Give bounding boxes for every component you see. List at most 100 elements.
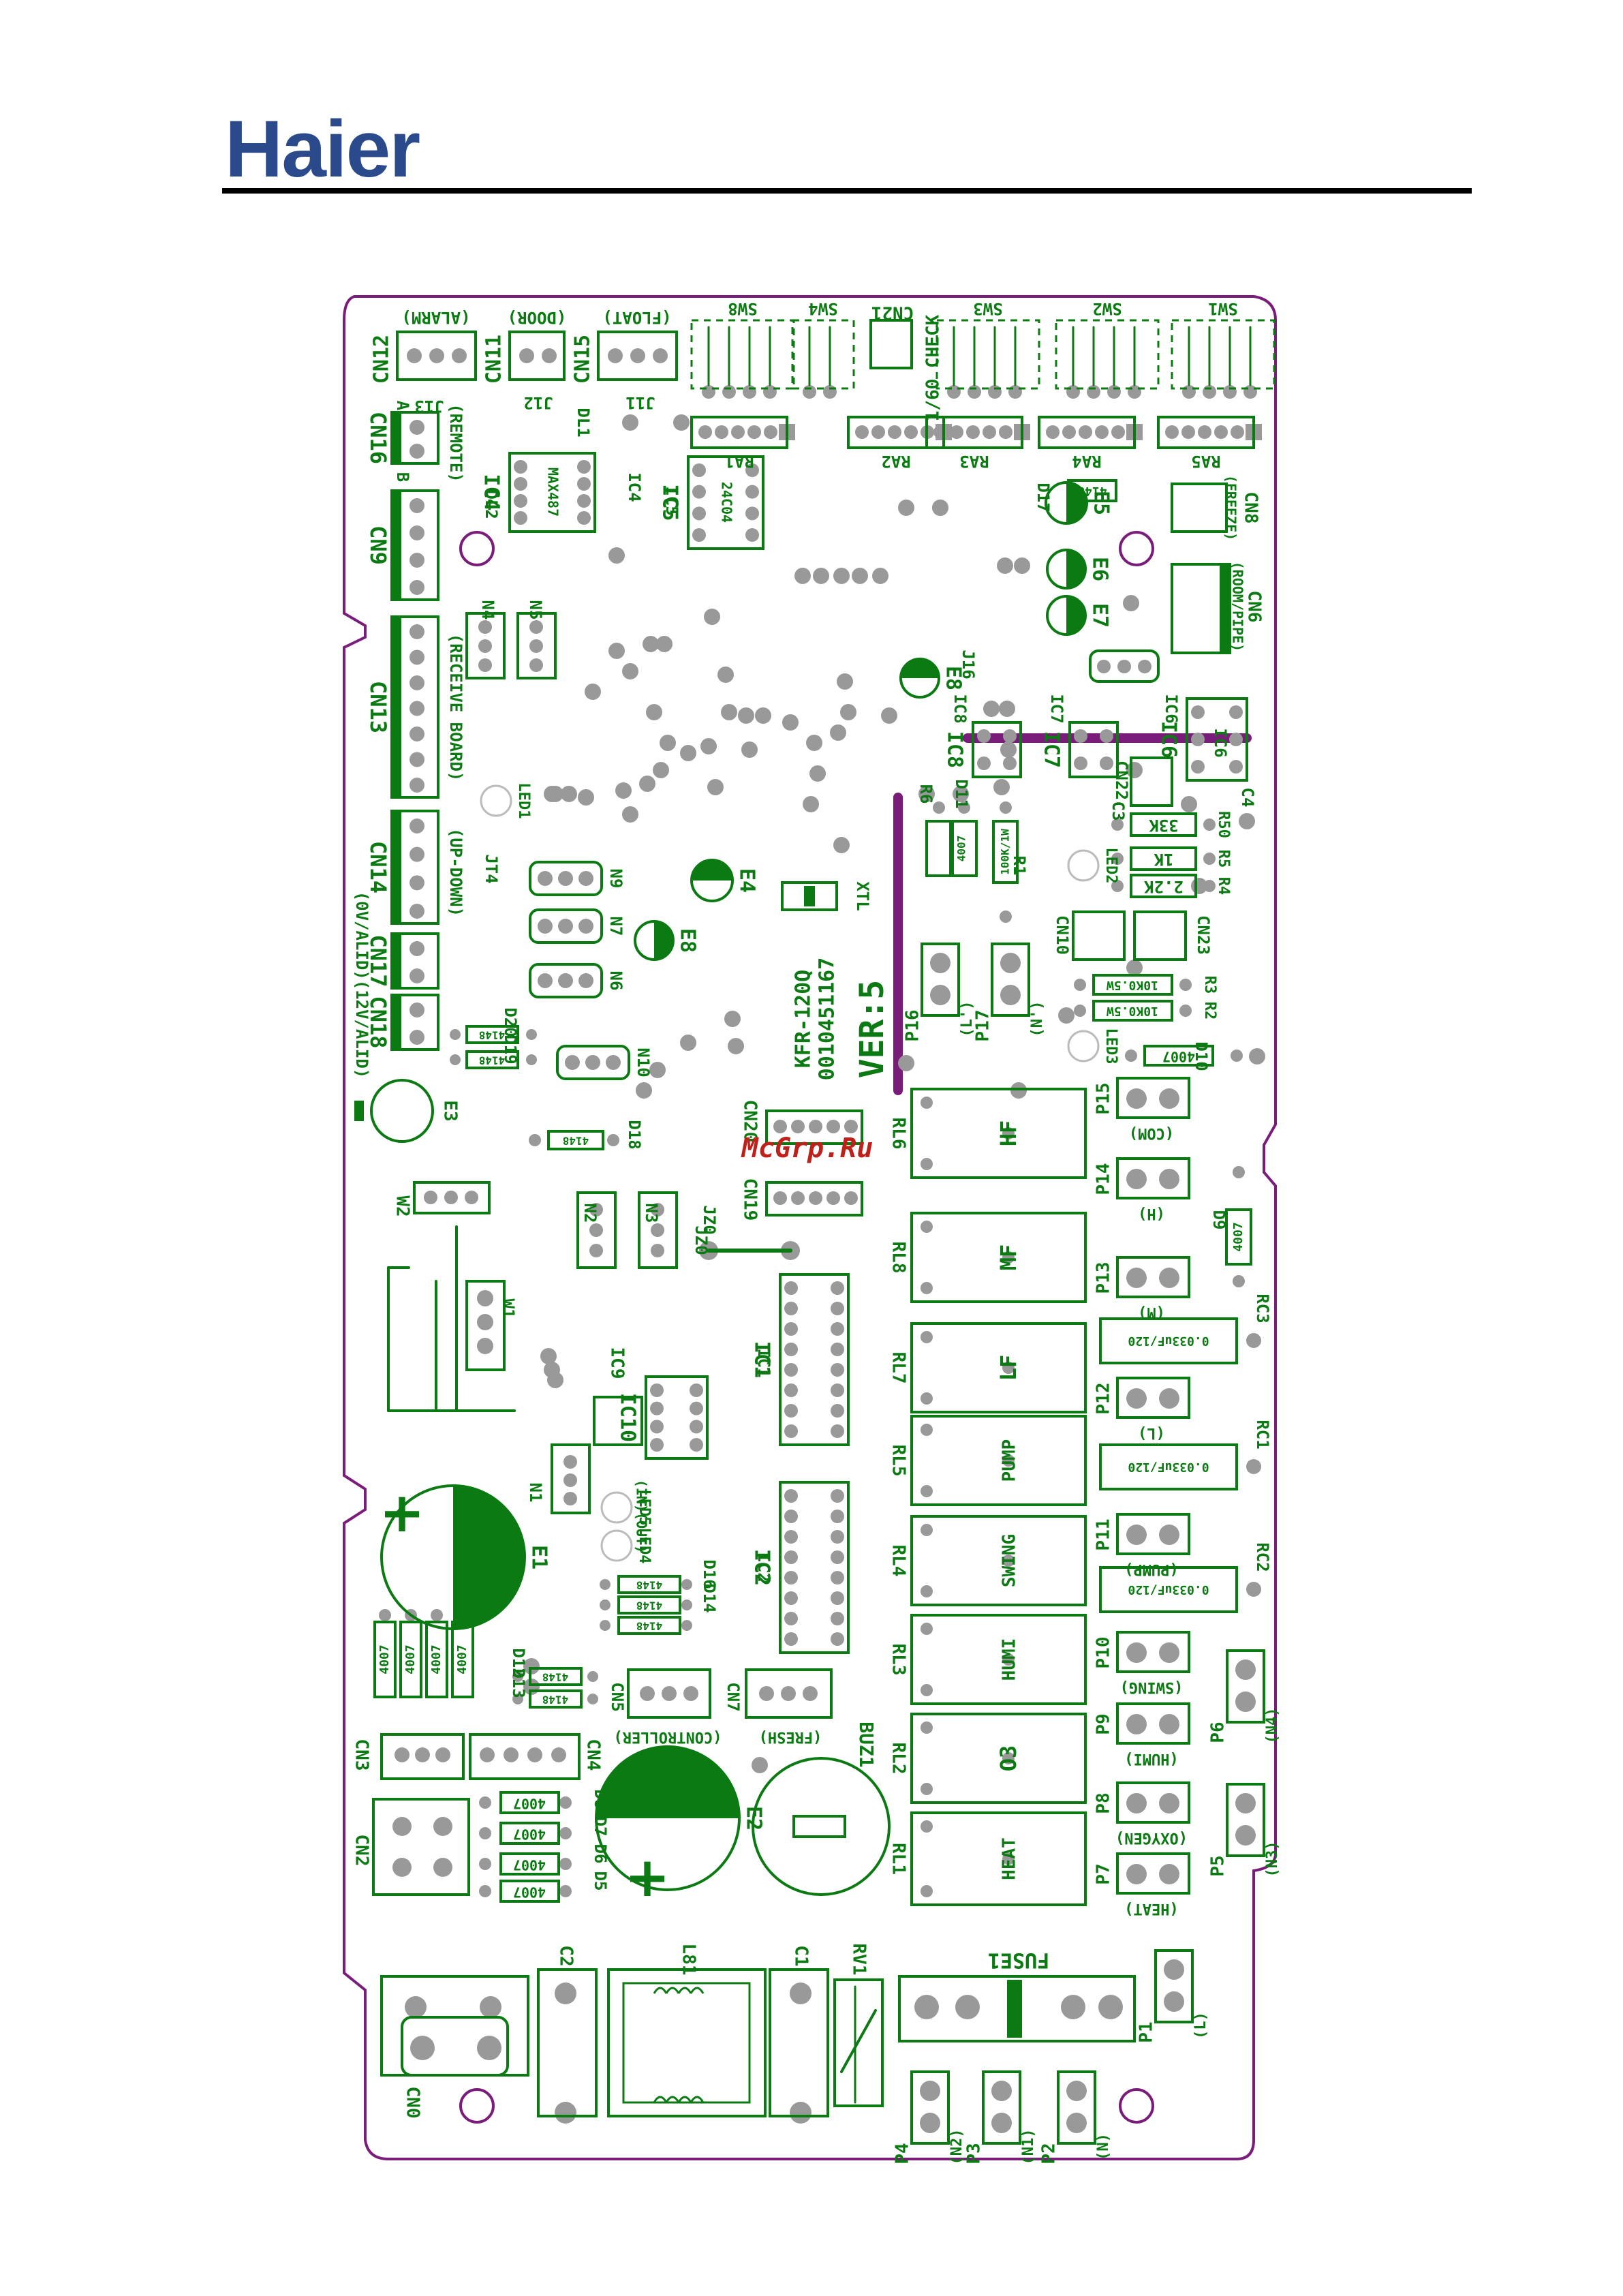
terminal-pad [1126,1525,1147,1545]
terminal-pad [1235,1692,1256,1712]
terminal-P15 [1116,1077,1190,1119]
snubber-RC2 [1099,1566,1238,1613]
diode-value: 4148 [636,1579,663,1592]
pad [538,919,553,934]
silk-label: CN4 [583,1739,604,1771]
relay-pin [921,1392,933,1405]
ref-designator: W1 [499,1299,518,1319]
terminal-P9 [1116,1702,1190,1745]
diode-value: 4007 [1231,1222,1246,1251]
ref-designator: D16 [700,1559,719,1589]
snubber-value: 0.033uF/120 [1128,1460,1209,1474]
ic-pin [650,1420,664,1434]
via [898,1055,914,1071]
relay-ref: RL4 [888,1545,909,1577]
ic-pin [831,1363,844,1377]
pad [681,1599,692,1610]
switch-pin [743,385,756,399]
pad [1098,1995,1123,2019]
snubber-ref: RC1 [1253,1420,1272,1449]
silk-label: CN7 [724,1682,743,1711]
connector-N7 [529,908,603,944]
resistor-array-pin [983,425,996,439]
capacitor-ref: E4 [735,868,759,893]
terminal-P16 [921,943,960,1017]
relay-function-label: SWING [1000,1534,1020,1587]
pad [433,1817,452,1836]
pad [529,1134,541,1146]
via [540,1348,557,1364]
relay-function-label: HEAT [1000,1837,1020,1880]
connector-latch [1220,564,1230,653]
silk-label: MAX487 [545,468,561,517]
pad [1000,910,1012,923]
pad [844,1120,858,1133]
relay-RL4 [910,1515,1087,1606]
power-pad [480,1996,501,2018]
pad [681,1579,692,1590]
diode-value: 4007 [513,1884,546,1901]
footprint-outline [401,2016,509,2077]
ic-package [508,452,596,533]
ic-ref: IC8 [943,731,967,768]
ref-designator: D12 [509,1648,528,1677]
diode-pin [479,1796,491,1809]
via [953,786,969,802]
relay-function-label: O3 [995,1745,1021,1772]
silk-label: W2 [392,1195,413,1216]
pad [526,1054,537,1065]
terminal-ref: P15 [1094,1083,1114,1115]
switch-pin [947,385,961,399]
inductor-winding [677,1987,692,1994]
connector-pin [409,875,424,891]
ref-designator: C4 [1238,788,1257,808]
header-rule [222,188,1472,194]
connector-pin [409,726,424,741]
ic-pin [650,1401,664,1415]
resistor-array-pin [871,425,885,439]
via [1249,1048,1265,1065]
capacitor-polarity-fill [692,860,732,881]
terminal-P5 [1226,1783,1265,1857]
via [622,806,638,823]
via [872,568,888,584]
resistor-array-pin [1231,425,1244,439]
silk-label: CN20 [740,1100,760,1143]
terminal-pad [1235,1659,1256,1680]
terminal-function-label: (L) [1192,2012,1209,2039]
terminal-pad [920,2113,940,2133]
terminal-pad [1159,1714,1179,1734]
connector-CN11 [508,331,566,381]
diode-4148 [617,1575,681,1594]
diode-value: 4007 [429,1644,444,1674]
switch-pin [763,385,777,399]
diode-value: 4148 [479,1029,506,1042]
switch-ref: SW8 [728,299,757,318]
resistor-ref: R4 [1215,877,1232,896]
via [639,776,655,792]
pad [955,1995,980,2019]
silk-label: (CONTROLLER) [614,1728,722,1745]
terminal-pad [1159,1169,1179,1189]
connector-pin [519,348,534,363]
silk-label: C1 [791,1945,812,1966]
ref-designator: R6 [916,784,936,804]
snubber-RC1 [1099,1443,1238,1490]
connector-ref: CN17 [365,934,391,987]
ic-pin [577,477,591,491]
diode-pin [479,1885,491,1897]
connector-latch [392,617,401,797]
fuse-element [1007,1980,1022,2038]
ref-designator: D9 [1209,1210,1228,1230]
terminal-P3 [982,2070,1021,2145]
via [717,667,734,683]
capacitor-ref: E2 [742,1806,766,1831]
ic-ref: IC4 [480,474,504,510]
resistor-value: 10K0.5W [1107,1004,1158,1018]
connector-N1 [551,1443,591,1514]
connector-latch [392,811,401,923]
terminal-function-label: (SWING) [1120,1679,1184,1696]
terminal-pad [1235,1793,1256,1813]
components [354,319,1276,2145]
via [615,782,632,799]
